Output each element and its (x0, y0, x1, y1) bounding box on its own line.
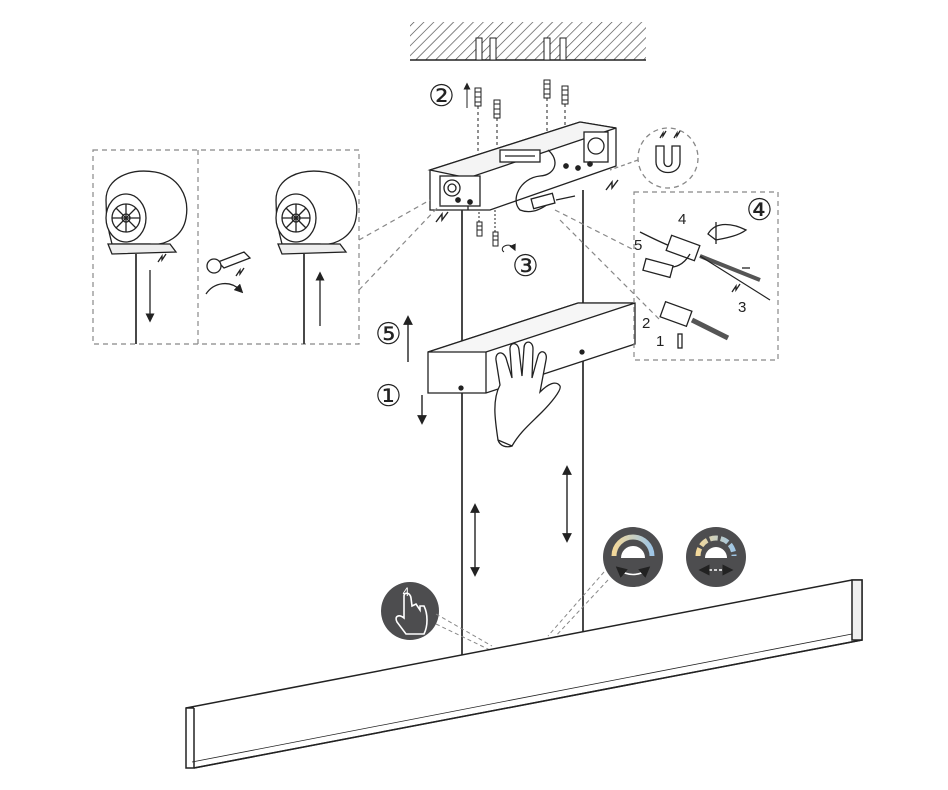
hand-icon (494, 341, 561, 448)
wiring-step-4: 4 (678, 211, 686, 228)
step-3-label: ③ (512, 249, 539, 284)
cct-dimming-icon (547, 527, 663, 641)
linear-luminaire (185, 579, 863, 769)
mounting-bracket (427, 121, 617, 213)
screw-icon (492, 231, 499, 247)
wiring-step-3: 3 (738, 299, 746, 316)
wiring-detail-panel (554, 191, 779, 361)
gripper-unlock-icon (105, 170, 188, 344)
touch-finger-icon: 4 (381, 582, 493, 651)
magnet-icon (609, 127, 699, 189)
suspension-wires (461, 190, 584, 656)
wiring-step-5: 5 (634, 237, 642, 254)
wire-adjust-arrows (470, 465, 572, 577)
step-2-label: ② (428, 79, 455, 114)
gripper-key-icon (205, 170, 358, 344)
screw-icon (476, 221, 483, 237)
screw-icon (561, 85, 569, 105)
bracket-screws (476, 210, 516, 253)
wiring-step-1: 1 (656, 333, 664, 350)
screw-icon (543, 79, 551, 99)
gripper-detail-panel (92, 149, 441, 345)
connector-icon (639, 222, 771, 349)
screw-icon (493, 99, 501, 119)
step-5-label: ⑤ (375, 317, 402, 352)
ceiling (410, 22, 646, 61)
lightning-marks (435, 179, 619, 223)
step-4-label: ④ (746, 193, 773, 228)
vertical-arrows-canopy (403, 315, 427, 425)
ceiling-screws (463, 79, 569, 180)
screw-icon (474, 87, 482, 107)
cct-switch-icon (686, 527, 746, 587)
wiring-step-2: 2 (642, 315, 650, 332)
step-1-label: ① (375, 379, 402, 414)
touch-count: 4 (403, 585, 410, 599)
